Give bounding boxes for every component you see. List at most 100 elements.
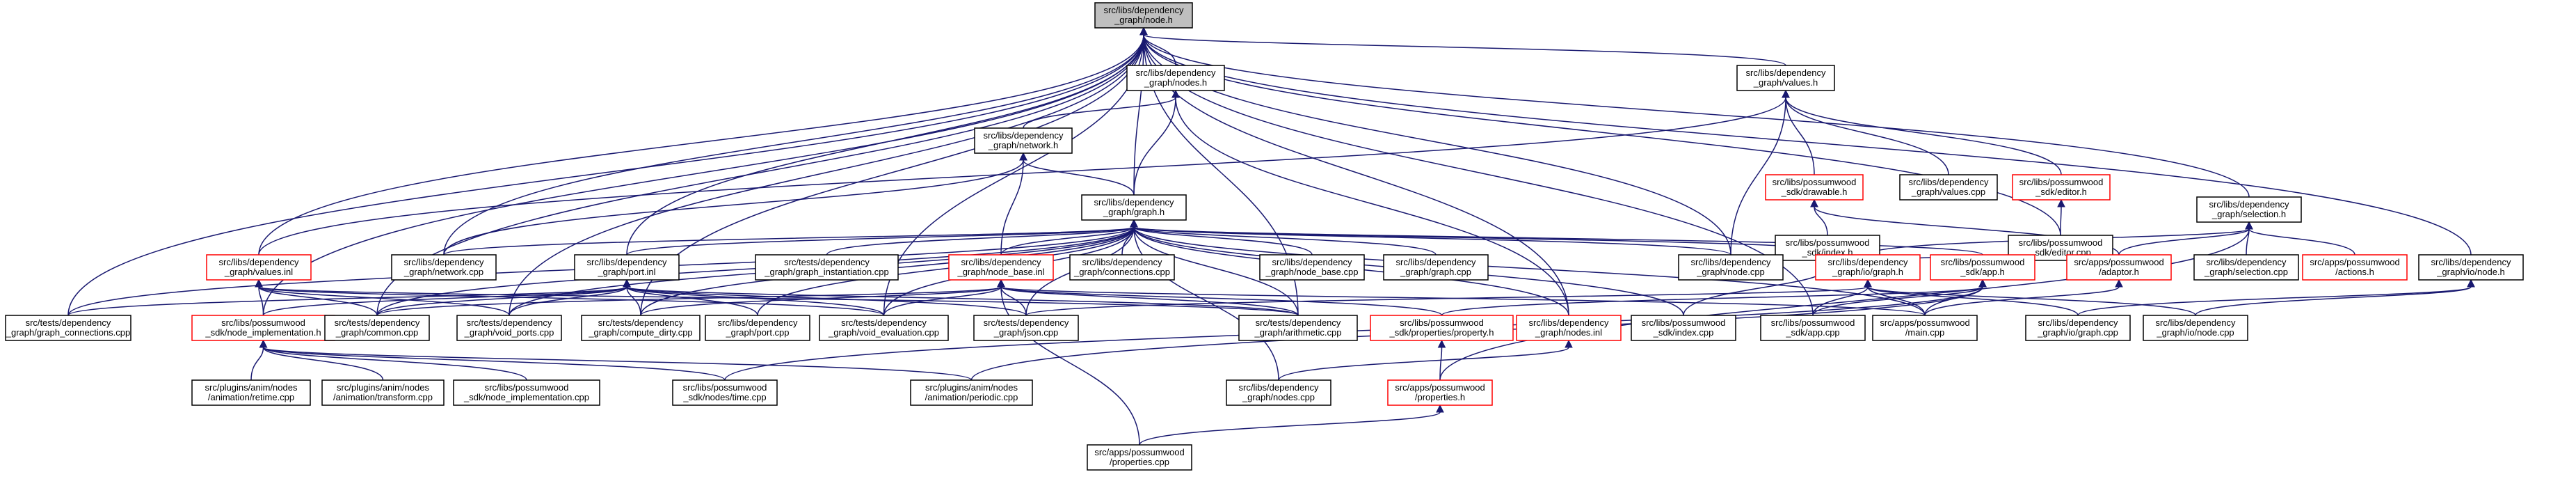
node-label-line: _graph/connections.cpp (1073, 267, 1170, 277)
node-nodes-cpp[interactable]: src/libs/dependency_graph/nodes.cpp (1226, 379, 1331, 406)
edge-line (262, 347, 973, 381)
node-io-graph-h[interactable]: src/libs/dependency_graph/io/graph.h (1815, 254, 1921, 281)
node-compute-dirty[interactable]: src/tests/dependency_graph/compute_dirty… (581, 315, 701, 341)
edge-line (1441, 286, 1983, 316)
edge-arrowhead (1864, 278, 1872, 288)
node-drawable-h[interactable]: src/libs/possumwood_sdk/drawable.h (1765, 174, 1864, 201)
node-periodic-cpp[interactable]: src/plugins/anim/nodes/animation/periodi… (910, 379, 1033, 406)
node-values-inl[interactable]: src/libs/dependency_graph/values.inl (206, 254, 312, 281)
node-label-line: src/apps/possumwood (1880, 317, 1969, 328)
edge-line (262, 347, 726, 381)
node-label-line: _graph/network.h (988, 140, 1058, 150)
node-box (1516, 315, 1622, 341)
edge-io_node_cpp-to-io_graph_h (1864, 278, 2196, 316)
node-properties-cpp[interactable]: src/apps/possumwood/properties.cpp (1087, 444, 1192, 471)
node-label-line: src/libs/dependency (1136, 68, 1216, 78)
edge-arrowhead (1565, 339, 1573, 348)
node-selection-cpp[interactable]: src/libs/dependency_graph/selection.cpp (2193, 254, 2299, 281)
node-transform-cpp[interactable]: src/plugins/anim/nodes/animation/transfo… (321, 379, 445, 406)
node-label-line: _sdk/nodes/time.cpp (682, 392, 766, 402)
edge-values_cpp-to-values_h (1782, 89, 1949, 175)
node-label-line: _graph/nodes.inl (1535, 327, 1602, 338)
node-properties-h[interactable]: src/apps/possumwood/properties.h (1387, 379, 1493, 406)
node-node-implementation-cpp[interactable]: src/libs/possumwood_sdk/node_implementat… (453, 379, 600, 406)
node-graph-connections[interactable]: src/tests/dependency_graph/graph_connect… (5, 315, 131, 341)
node-box (1760, 315, 1866, 341)
edge-properties_h-to-property_h (1437, 339, 1446, 381)
node-void-ports[interactable]: src/tests/dependency_graph/void_ports.cp… (456, 315, 562, 341)
edge-line (258, 34, 1144, 256)
node-label-line: src/plugins/anim/nodes (925, 382, 1018, 393)
node-index-cpp[interactable]: src/libs/possumwood_sdk/index.cpp (1631, 315, 1736, 341)
node-adaptor-h[interactable]: src/apps/possumwood/adaptor.h (2066, 254, 2172, 281)
node-label-line: src/libs/dependency (2038, 317, 2118, 328)
node-actions-h[interactable]: src/apps/possumwood/actions.h (2302, 254, 2408, 281)
node-port-cpp[interactable]: src/libs/dependency_graph/port.cpp (705, 315, 810, 341)
node-label-line: src/libs/dependency (219, 257, 299, 267)
edge-line (1133, 226, 1299, 316)
edge-editor_h-to-values_h (1782, 89, 2062, 175)
node-label-line: src/libs/possumwood (2019, 177, 2104, 187)
edge-line (443, 226, 1135, 256)
node-node-cpp[interactable]: src/libs/dependency_graph/node.cpp (1678, 254, 1784, 281)
node-box (2012, 174, 2111, 201)
node-label-line: _sdk/node_implementation.h (205, 327, 321, 338)
edge-line (1867, 286, 2196, 316)
edge-line (262, 347, 527, 381)
node-network-cpp[interactable]: src/libs/dependency_graph/network.cpp (391, 254, 497, 281)
node-port-inl[interactable]: src/libs/dependency_graph/port.inl (574, 254, 680, 281)
node-label-line: _graph/node.h (1114, 15, 1173, 25)
node-label-line: _graph/void_evaluation.cpp (828, 327, 939, 338)
edge-network_cpp-to-node_h (443, 26, 1148, 256)
node-box (755, 254, 899, 281)
node-values-h[interactable]: src/libs/dependency_graph/values.h (1736, 65, 1835, 91)
node-property-h[interactable]: src/libs/possumwood_sdk/properties/prope… (1370, 315, 1514, 341)
node-nodes-inl[interactable]: src/libs/dependency_graph/nodes.inl (1516, 315, 1622, 341)
edge-line (1000, 286, 1926, 316)
node-label-line: src/tests/dependency (335, 317, 420, 328)
node-box (456, 315, 562, 341)
node-box (1370, 315, 1514, 341)
node-node-implementation-h[interactable]: src/libs/possumwood_sdk/node_implementat… (191, 315, 335, 341)
edge-line (376, 286, 627, 316)
node-network-h[interactable]: src/libs/dependency_graph/network.h (974, 127, 1073, 154)
edge-values_inl-to-values_h (258, 89, 1790, 256)
node-graph-cpp[interactable]: src/libs/dependency_graph/graph.cpp (1383, 254, 1489, 281)
edge-arrowhead (1130, 219, 1138, 228)
node-time-cpp[interactable]: src/libs/possumwood_sdk/nodes/time.cpp (672, 379, 778, 406)
edge-arrowhead (2115, 278, 2123, 288)
node-label-line: src/libs/dependency (587, 257, 667, 267)
node-label-line: _graph/io/graph.cpp (2037, 327, 2118, 338)
node-node-base-cpp[interactable]: src/libs/dependency_graph/node_base.cpp (1259, 254, 1365, 281)
node-graph-instantiation[interactable]: src/tests/dependency_graph/graph_instant… (755, 254, 899, 281)
node-io-node-cpp[interactable]: src/libs/dependency_graph/io/node.cpp (2143, 315, 2248, 341)
node-graph-h[interactable]: src/libs/dependency_graph/graph.h (1081, 194, 1187, 221)
node-selection-h[interactable]: src/libs/dependency_graph/selection.h (2196, 196, 2302, 223)
node-arithmetic-cpp[interactable]: src/tests/dependency_graph/arithmetic.cp… (1238, 315, 1358, 341)
node-common-cpp[interactable]: src/tests/dependency_graph/common.cpp (324, 315, 430, 341)
node-label-line: _graph/io/node.cpp (2156, 327, 2234, 338)
node-box (1259, 254, 1365, 281)
node-label-line: _graph/void_ports.cpp (464, 327, 554, 338)
edge-actions_h-to-selection_h (2245, 221, 2355, 256)
node-app-h[interactable]: src/libs/possumwood_sdk/app.h (1930, 254, 2035, 281)
node-label-line: src/libs/dependency (961, 257, 1041, 267)
node-label-line: _graph/graph.cpp (1400, 267, 1471, 277)
node-io-node-h[interactable]: src/libs/dependency_graph/io/node.h (2418, 254, 2524, 281)
edge-line (1785, 97, 1949, 175)
node-retime-cpp[interactable]: src/plugins/anim/nodes/animation/retime.… (191, 379, 311, 406)
node-nodes-h[interactable]: src/libs/dependency_graph/nodes.h (1126, 65, 1225, 91)
node-box (191, 379, 311, 406)
node-app-cpp[interactable]: src/libs/possumwood_sdk/app.cpp (1760, 315, 1866, 341)
node-io-graph-cpp[interactable]: src/libs/dependency_graph/io/graph.cpp (2025, 315, 2131, 341)
node-main-cpp[interactable]: src/apps/possumwood/main.cpp (1872, 315, 1978, 341)
node-values-cpp[interactable]: src/libs/dependency_graph/values.cpp (1899, 174, 1998, 201)
node-node-base-inl[interactable]: src/libs/dependency_graph/node_base.inl (948, 254, 1054, 281)
node-editor-h[interactable]: src/libs/possumwood_sdk/editor.h (2012, 174, 2111, 201)
edge-line (1023, 97, 1176, 129)
node-json-cpp[interactable]: src/tests/dependency_graph/json.cpp (973, 315, 1079, 341)
node-void-evaluation[interactable]: src/tests/dependency_graph/void_evaluati… (819, 315, 949, 341)
node-connections-cpp[interactable]: src/libs/dependency_graph/connections.cp… (1069, 254, 1175, 281)
node-label-line: _graph/common.cpp (335, 327, 419, 338)
node-node-h[interactable]: src/libs/dependency_graph/node.h (1094, 2, 1193, 29)
